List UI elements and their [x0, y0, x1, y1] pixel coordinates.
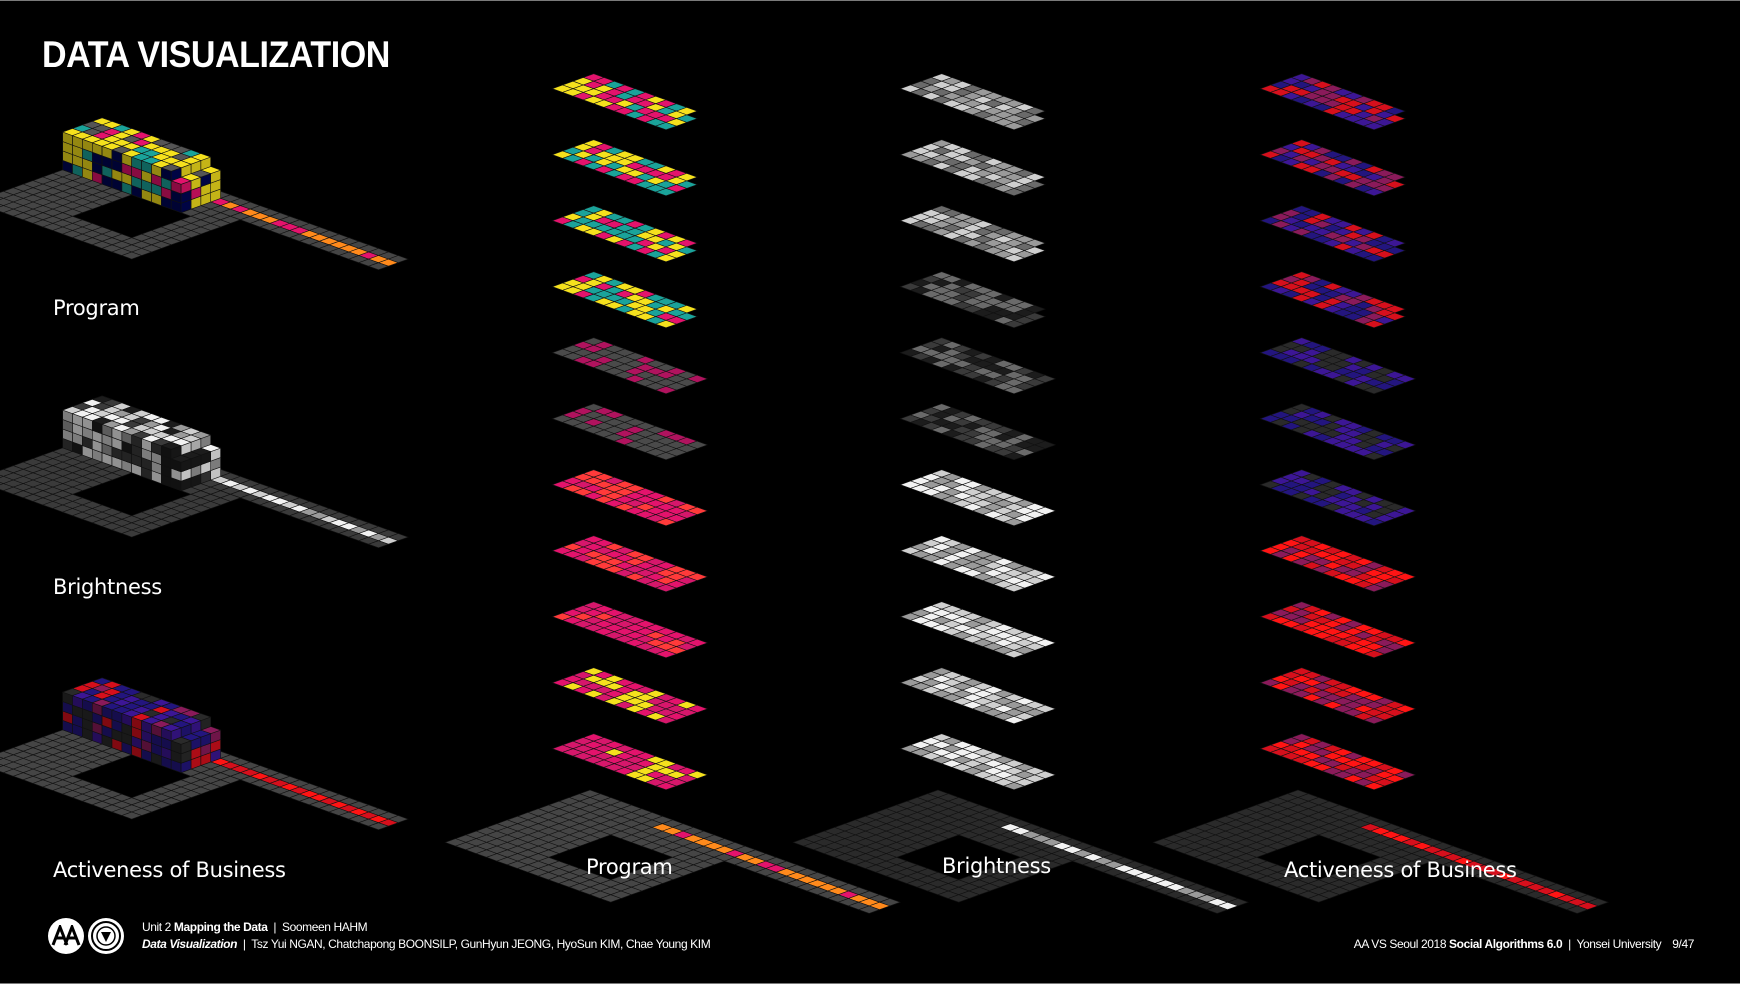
page-title: DATA VISUALIZATION	[42, 34, 390, 75]
left-brightness-massing	[0, 395, 409, 549]
label-column-program: Program	[586, 855, 673, 879]
stack-brightness	[792, 73, 1250, 914]
label-column-activeness: Activeness of Business	[1284, 858, 1517, 882]
footer-tutor: Soomeen HAHM	[281, 920, 368, 934]
label-left-program: Program	[53, 296, 140, 320]
stack-program	[444, 73, 902, 914]
footer-separator-3: |	[1565, 937, 1574, 951]
footer-authors: Tsz Yui NGAN, Chatchapong BOONSILP, GunH…	[251, 937, 711, 951]
footer-line-2: Data Visualization | Tsz Yui NGAN, Chatc…	[142, 937, 711, 951]
footer-program-name: Social Algorithms 6.0	[1449, 937, 1563, 951]
left-program-massing	[0, 117, 409, 271]
footer-right: AA VS Seoul 2018 Social Algorithms 6.0 |…	[1353, 937, 1695, 951]
left-activeness-massing	[0, 677, 409, 831]
aa-logo-icon	[48, 918, 84, 954]
footer-subtitle: Data Visualization	[142, 937, 238, 951]
stack-activeness	[1152, 73, 1610, 914]
footer-program-prefix: AA VS Seoul 2018	[1353, 937, 1447, 951]
footer-unit: Unit 2	[142, 920, 171, 934]
yonsei-emblem-icon	[88, 918, 124, 954]
top-frame-line	[0, 0, 1740, 1]
footer-page: 9/47	[1672, 937, 1694, 951]
footer-separator-2: |	[239, 937, 249, 951]
footer-separator: |	[270, 920, 280, 934]
footer-unit-title: Mapping the Data	[173, 920, 268, 934]
label-column-brightness: Brightness	[942, 854, 1051, 878]
label-left-activeness: Activeness of Business	[53, 858, 286, 882]
label-left-brightness: Brightness	[53, 575, 162, 599]
footer-line-1: Unit 2 Mapping the Data | Soomeen HAHM	[142, 920, 368, 934]
footer-school: Yonsei University	[1576, 937, 1662, 951]
